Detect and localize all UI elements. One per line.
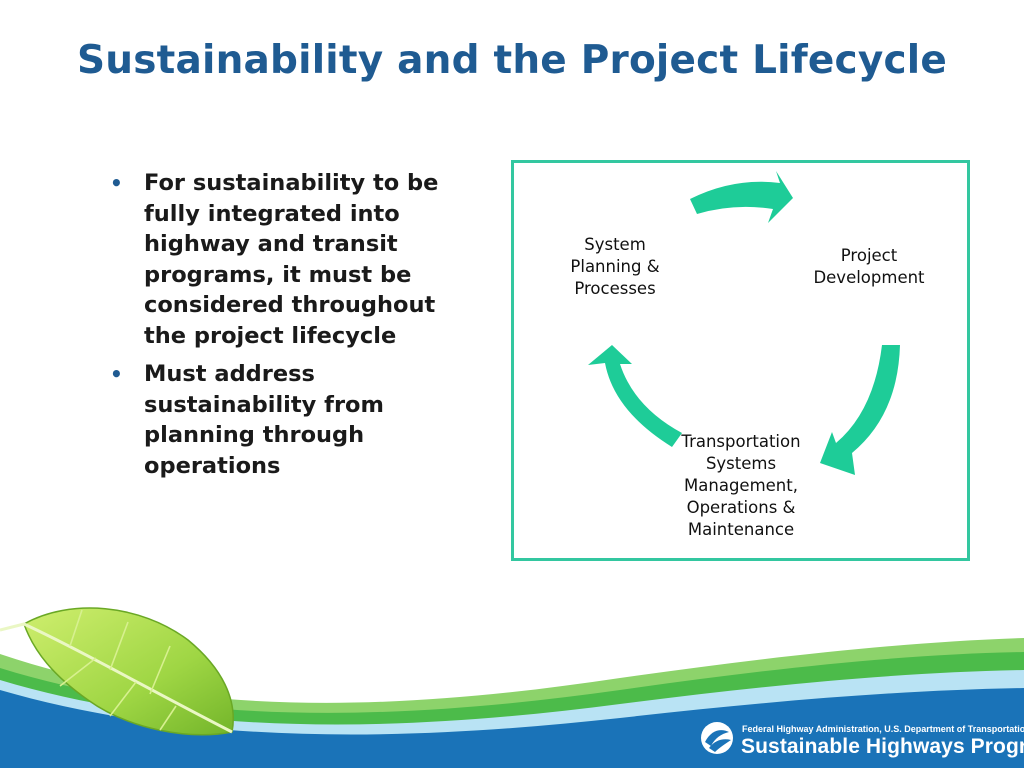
node-development: Project Development [813,246,925,287]
lifecycle-diagram: System Planning & Processes Project Deve… [511,160,970,561]
bullet-item: • For sustainability to be fully integra… [108,168,468,351]
bullet-text: Must address sustainability from plannin… [144,361,384,479]
bullet-list: • For sustainability to be fully integra… [108,168,468,489]
bullet-marker: • [110,362,123,386]
fhwa-logo-icon [701,722,733,754]
program-name: Sustainable Highways Program [741,735,1024,758]
bullet-item: • Must address sustainability from plann… [108,359,468,481]
leaf-icon [0,607,234,736]
cycle-arrow-icon [690,171,793,223]
cycle-arrows [588,171,900,475]
agency-text: Federal Highway Administration, U.S. Dep… [742,724,1024,734]
footer-wave [0,607,1024,768]
bullet-marker: • [110,171,123,195]
slide-title: Sustainability and the Project Lifecycle [76,38,948,83]
bullet-text: For sustainability to be fully integrate… [144,170,439,349]
node-planning: System Planning & Processes [570,235,660,298]
node-operations: Transportation Systems Management, Opera… [681,432,801,539]
cycle-arrow-icon [588,345,682,447]
cycle-arrow-icon [820,345,900,475]
